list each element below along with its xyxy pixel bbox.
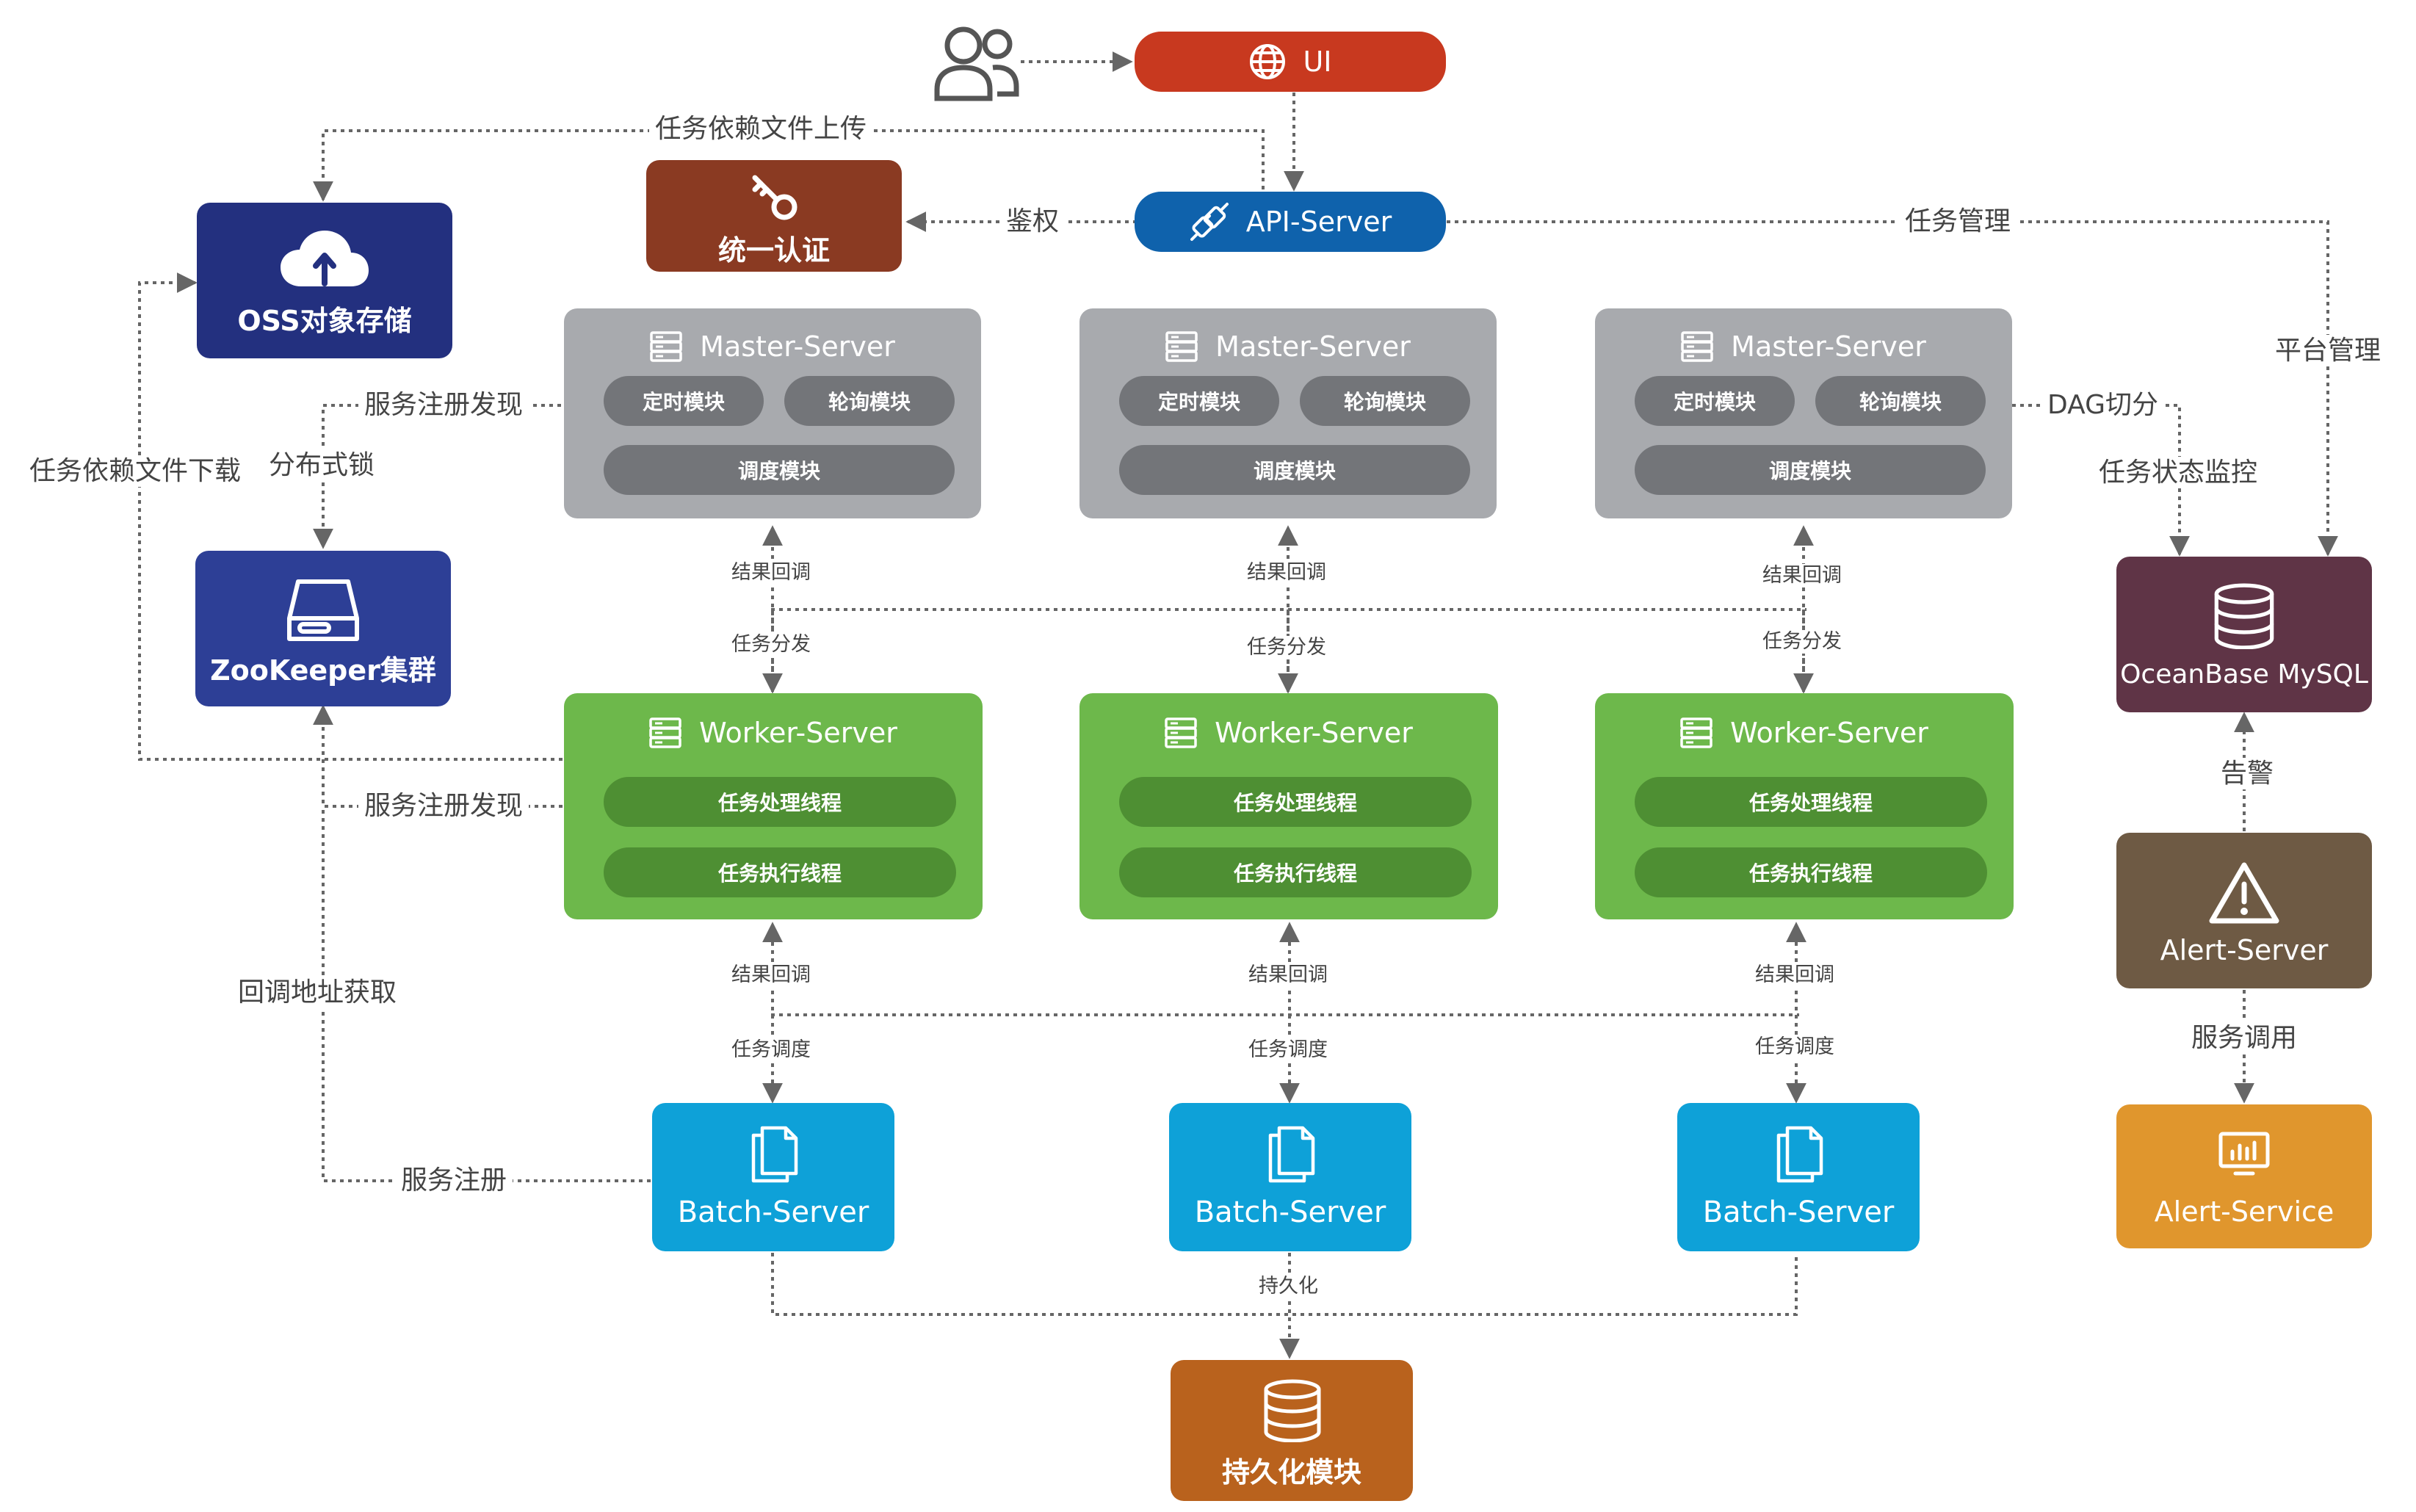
upload-label: 任务依赖文件上传	[649, 113, 873, 145]
task-exec-thread: 任务执行线程	[1635, 847, 1987, 897]
worker-title: Worker-Server	[1730, 717, 1928, 749]
poll-module: 轮询模块	[784, 376, 955, 426]
api-server-label: API-Server	[1245, 206, 1392, 238]
status-monitor-label: 任务状态监控	[2093, 457, 2264, 489]
dispatch-label: 任务分发	[1244, 636, 1329, 660]
warning-icon	[2209, 862, 2279, 924]
chart-monitor-icon	[2218, 1132, 2270, 1176]
result-callback-label: 结果回调	[1244, 561, 1329, 585]
auth-edge-label: 鉴权	[1000, 206, 1066, 238]
schedule-module: 调度模块	[1635, 445, 1986, 495]
schedule-module: 调度模块	[1119, 445, 1470, 495]
users-icon	[934, 26, 1019, 101]
worker-server-2: Worker-Server 任务处理线程 任务执行线程	[1079, 693, 1498, 919]
task-process-thread: 任务处理线程	[1119, 777, 1472, 827]
dag-label: DAG切分	[2041, 389, 2164, 422]
task-process-thread: 任务处理线程	[1635, 777, 1987, 827]
alert-service-label: Alert-Service	[2154, 1196, 2334, 1228]
result-callback-label: 结果回调	[1245, 963, 1331, 988]
reg-discover-label-1: 服务注册发现	[358, 389, 529, 422]
batch-label: Batch-Server	[1702, 1196, 1895, 1229]
cloud-upload-icon	[281, 231, 369, 286]
dist-lock-label: 分布式锁	[263, 449, 381, 482]
task-exec-thread: 任务执行线程	[1119, 847, 1472, 897]
schedule-label: 任务调度	[1752, 1035, 1837, 1060]
worker-title: Worker-Server	[1215, 717, 1413, 749]
alert-service-node: Alert-Service	[2116, 1104, 2372, 1248]
documents-icon	[751, 1126, 798, 1183]
service-call-label: 服务调用	[2185, 1022, 2304, 1055]
task-mgmt-label: 任务管理	[1899, 206, 2017, 238]
reg-discover-label-2: 服务注册发现	[358, 790, 529, 822]
alarm-label: 告警	[2215, 758, 2280, 790]
key-icon	[752, 175, 798, 220]
timer-module: 定时模块	[1635, 376, 1795, 426]
oceanbase-label: OceanBase MySQL	[2120, 659, 2368, 690]
task-process-thread: 任务处理线程	[604, 777, 956, 827]
server-rack-icon	[1681, 331, 1713, 362]
result-callback-label: 结果回调	[1759, 564, 1845, 588]
plug-icon	[1190, 203, 1229, 241]
database-icon	[1264, 1379, 1321, 1442]
auth-node: 统一认证	[646, 160, 902, 272]
server-rack-icon	[1165, 717, 1197, 748]
alert-server-node: Alert-Server	[2116, 833, 2372, 988]
platform-mgmt-label: 平台管理	[2269, 335, 2387, 367]
alert-server-label: Alert-Server	[2160, 934, 2329, 966]
zookeeper-node: ZooKeeper集群	[195, 551, 451, 706]
worker-server-1: Worker-Server 任务处理线程 任务执行线程	[564, 693, 983, 919]
ui-node: UI	[1135, 32, 1446, 92]
oss-node: OSS对象存储	[197, 203, 452, 358]
result-callback-label: 结果回调	[728, 963, 814, 988]
database-icon	[2214, 583, 2274, 649]
persist-node: 持久化模块	[1171, 1360, 1413, 1501]
batch-label: Batch-Server	[1194, 1196, 1386, 1229]
ui-label: UI	[1303, 46, 1332, 78]
schedule-label: 任务调度	[1245, 1038, 1331, 1063]
master-server-3: Master-Server 定时模块 轮询模块 调度模块	[1595, 308, 2012, 518]
oceanbase-node: OceanBase MySQL	[2116, 557, 2372, 712]
server-rack-icon	[649, 717, 681, 748]
master-title: Master-Server	[1731, 330, 1926, 363]
poll-module: 轮询模块	[1815, 376, 1986, 426]
zookeeper-label: ZooKeeper集群	[210, 654, 436, 687]
batch-server-1: Batch-Server	[652, 1103, 894, 1251]
documents-icon	[1268, 1126, 1315, 1183]
server-rack-icon	[1680, 717, 1712, 748]
disk-icon	[287, 579, 359, 641]
api-server-node: API-Server	[1135, 192, 1446, 252]
master-title: Master-Server	[700, 330, 895, 363]
server-rack-icon	[1165, 331, 1198, 362]
schedule-label: 任务调度	[728, 1038, 814, 1063]
poll-module: 轮询模块	[1300, 376, 1470, 426]
download-label: 任务依赖文件下载	[23, 455, 247, 488]
batch-server-2: Batch-Server	[1169, 1103, 1411, 1251]
master-server-1: Master-Server 定时模块 轮询模块 调度模块	[564, 308, 981, 518]
timer-module: 定时模块	[604, 376, 764, 426]
batch-server-3: Batch-Server	[1677, 1103, 1920, 1251]
dispatch-label: 任务分发	[1759, 630, 1845, 654]
documents-icon	[1776, 1126, 1823, 1183]
master-title: Master-Server	[1215, 330, 1411, 363]
persist-label: 持久化模块	[1221, 1456, 1361, 1489]
callback-addr-label: 回调地址获取	[232, 977, 403, 1009]
globe-icon	[1250, 44, 1286, 79]
task-exec-thread: 任务执行线程	[604, 847, 956, 897]
master-server-2: Master-Server 定时模块 轮询模块 调度模块	[1079, 308, 1497, 518]
dispatch-label: 任务分发	[728, 633, 814, 657]
schedule-module: 调度模块	[604, 445, 955, 495]
worker-server-3: Worker-Server 任务处理线程 任务执行线程	[1595, 693, 2014, 919]
server-rack-icon	[650, 331, 682, 362]
worker-title: Worker-Server	[699, 717, 897, 749]
persist-edge-label: 持久化	[1256, 1275, 1321, 1299]
register-label: 服务注册	[395, 1165, 513, 1197]
timer-module: 定时模块	[1119, 376, 1279, 426]
result-callback-label: 结果回调	[1752, 963, 1837, 988]
auth-label: 统一认证	[717, 234, 830, 267]
result-callback-label: 结果回调	[728, 561, 814, 585]
oss-label: OSS对象存储	[237, 305, 412, 337]
batch-label: Batch-Server	[677, 1196, 869, 1229]
